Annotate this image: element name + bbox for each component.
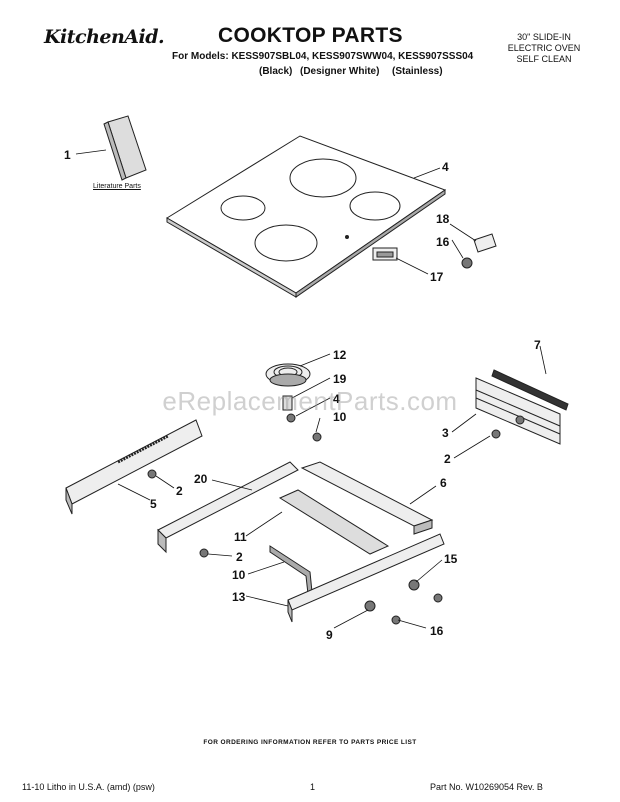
terminal-block xyxy=(372,247,398,261)
page-number: 1 xyxy=(310,782,316,792)
variant-stainless: (Stainless) xyxy=(392,66,443,77)
variant-designer-white: (Designer White) xyxy=(300,66,380,77)
callout-18: 18 xyxy=(436,212,450,226)
leader-lines xyxy=(75,149,547,629)
print-info: 11-10 Litho in U.S.A. (amd) (psw) xyxy=(22,782,155,792)
support-bracket xyxy=(269,545,313,595)
screw xyxy=(364,600,376,612)
screw xyxy=(312,432,322,442)
variant-black: (Black) xyxy=(259,66,293,77)
bracket xyxy=(473,233,497,253)
screw xyxy=(491,429,501,439)
literature-parts-label: Literature Parts xyxy=(93,183,141,190)
cooktop-glass xyxy=(166,135,447,298)
callout-4b: 4 xyxy=(333,392,340,406)
callout-20: 20 xyxy=(194,472,208,486)
callout-1: 1 xyxy=(64,148,71,162)
page-title: COOKTOP PARTS xyxy=(218,24,403,47)
brand-logo: KitchenAid. xyxy=(44,26,165,48)
callout-4: 4 xyxy=(442,160,449,174)
oven-line: 30" SLIDE-IN xyxy=(517,32,571,42)
base-rail xyxy=(287,533,445,623)
callout-16: 16 xyxy=(436,235,450,249)
screw xyxy=(433,593,443,603)
callout-6: 6 xyxy=(440,476,447,490)
clip xyxy=(282,395,293,411)
callout-5: 5 xyxy=(150,497,157,511)
screw xyxy=(199,548,209,558)
oven-line: SELF CLEAN xyxy=(516,54,572,64)
screw xyxy=(408,579,420,591)
channel xyxy=(278,489,390,555)
center-support xyxy=(157,461,299,554)
callout-10b: 10 xyxy=(232,568,246,582)
callout-2b: 2 xyxy=(176,484,183,498)
callout-2: 2 xyxy=(444,452,451,466)
screw xyxy=(286,413,296,423)
model-list: For Models: KESS907SBL04, KESS907SWW04, … xyxy=(172,51,474,62)
callout-16b: 16 xyxy=(430,624,444,638)
callout-9: 9 xyxy=(326,628,333,642)
callout-2c: 2 xyxy=(236,550,243,564)
screw xyxy=(515,415,525,425)
oven-description: 30" SLIDE-IN ELECTRIC OVEN SELF CLEAN xyxy=(482,32,606,65)
callout-3: 3 xyxy=(442,426,449,440)
oven-line: ELECTRIC OVEN xyxy=(507,43,581,53)
surface-element xyxy=(265,363,311,387)
trim-strip xyxy=(491,369,569,411)
screw xyxy=(461,257,473,269)
watermark: eReplacementParts.com xyxy=(162,386,458,416)
screw xyxy=(147,469,157,479)
callout-10: 10 xyxy=(333,410,347,424)
callout-12: 12 xyxy=(333,348,347,362)
ordering-note: FOR ORDERING INFORMATION REFER TO PARTS … xyxy=(203,739,417,746)
callout-11: 11 xyxy=(234,530,247,544)
literature-booklet xyxy=(103,115,147,181)
callout-17: 17 xyxy=(430,270,444,284)
callout-19: 19 xyxy=(333,372,347,386)
callout-13: 13 xyxy=(232,590,246,604)
front-rail xyxy=(300,461,434,535)
callout-15: 15 xyxy=(444,552,458,566)
screw xyxy=(391,615,401,625)
part-number: Part No. W10269054 Rev. B xyxy=(430,782,543,792)
side-rail-left xyxy=(65,419,203,515)
callout-7: 7 xyxy=(534,338,541,352)
